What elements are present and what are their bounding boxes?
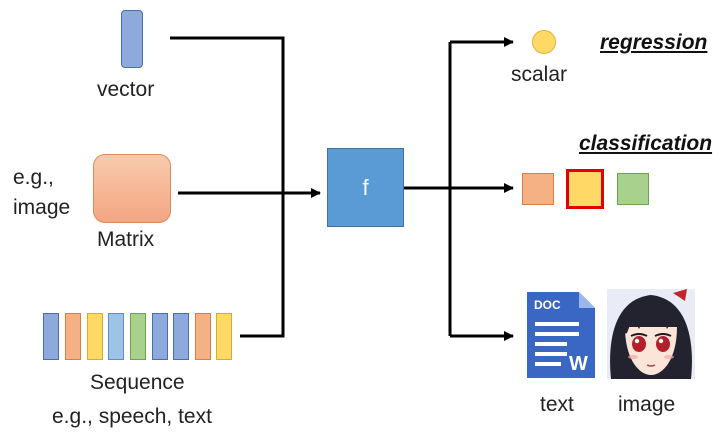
- sequence-bar: [130, 313, 146, 360]
- class-option-selected: [566, 169, 604, 209]
- sequence-bar: [173, 313, 189, 360]
- sequence-label: Sequence: [90, 371, 185, 394]
- class-option-green: [617, 173, 649, 205]
- matrix-label: Matrix: [97, 228, 155, 251]
- regression-title: regression: [600, 31, 708, 54]
- function-box: f: [327, 148, 404, 227]
- sequence-bar: [65, 313, 81, 360]
- word-document-icon: DOC W: [527, 292, 595, 378]
- anime-portrait-image: [607, 289, 695, 379]
- scalar-circle: [532, 30, 556, 54]
- function-label: f: [362, 174, 369, 200]
- image-output-label: image: [618, 393, 676, 416]
- sequence-bar: [87, 313, 103, 360]
- matrix-note-line2: image: [13, 196, 71, 219]
- sequence-bar: [43, 313, 59, 360]
- matrix-shape: [93, 154, 171, 223]
- text-output-label: text: [540, 393, 574, 416]
- class-option-orange: [522, 173, 554, 205]
- sequence-bar: [152, 313, 168, 360]
- vector-label: vector: [97, 78, 155, 101]
- sequence-bar: [108, 313, 124, 360]
- vector-to-f-line: [170, 36, 285, 193]
- matrix-note-line1: e.g.,: [13, 166, 54, 189]
- vector-shape: [121, 10, 143, 68]
- scalar-label: scalar: [511, 63, 568, 86]
- sequence-bar: [216, 313, 232, 360]
- sequence-to-f-line: [240, 193, 285, 338]
- sequence-note: e.g., speech, text: [52, 405, 212, 428]
- sequence-bar: [195, 313, 211, 360]
- doc-tag-text: DOC: [534, 298, 561, 312]
- classification-title: classification: [579, 132, 713, 155]
- sequence-bars: [43, 313, 233, 360]
- doc-letter-text: W: [569, 353, 588, 375]
